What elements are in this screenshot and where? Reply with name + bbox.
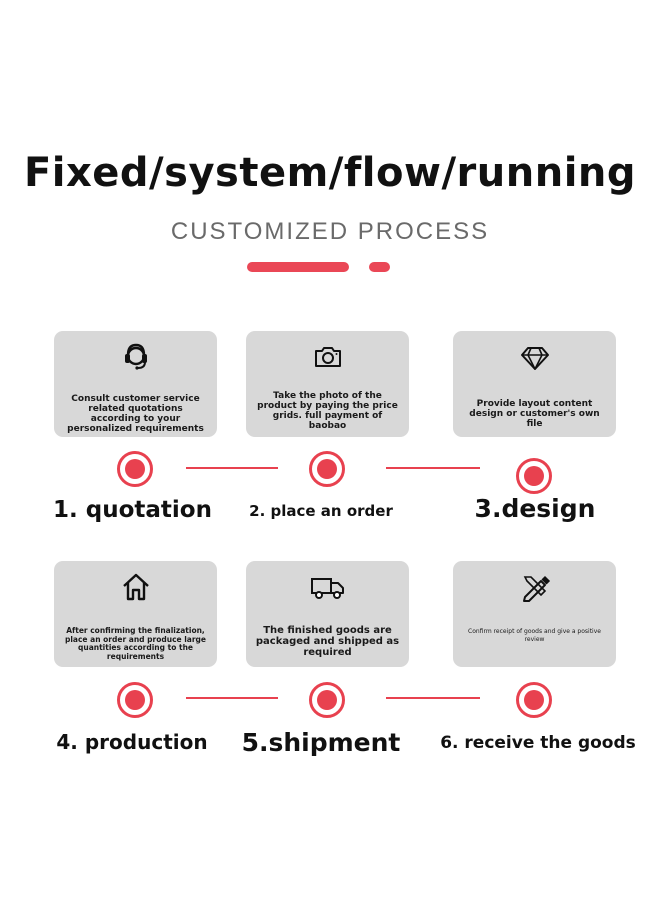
diamond-icon (453, 341, 616, 373)
step-card-shipment: The finished goods are packaged and ship… (246, 561, 409, 667)
connector-line (386, 697, 480, 699)
headset-icon (54, 341, 217, 373)
house-icon (54, 571, 217, 603)
timeline-node-3 (516, 458, 552, 494)
connector-line (186, 697, 278, 699)
step-card-quotation: Consult customer service related quotati… (54, 331, 217, 437)
pen-ruler-icon (453, 571, 616, 603)
camera-icon (246, 341, 409, 373)
step-description: Provide layout content design or custome… (469, 399, 600, 429)
step-label-design: 3.design (474, 494, 596, 523)
connector-line (386, 467, 480, 469)
step-label-production: 4. production (56, 730, 208, 754)
step-description: Confirm receipt of goods and give a posi… (468, 628, 601, 643)
timeline-node-5 (309, 682, 345, 718)
timeline-node-6 (516, 682, 552, 718)
connector-line (186, 467, 278, 469)
page-title: Fixed/system/flow/running (23, 150, 637, 196)
step-card-order: Take the photo of the product by paying … (246, 331, 409, 437)
timeline-node-4 (117, 682, 153, 718)
step-description: Consult customer service related quotati… (67, 394, 204, 434)
step-description: Take the photo of the product by paying … (257, 391, 398, 431)
decor-bar-short (369, 262, 390, 272)
step-label-quotation: 1. quotation (53, 497, 212, 523)
step-card-design: Provide layout content design or custome… (453, 331, 616, 437)
step-description: The finished goods are packaged and ship… (255, 625, 400, 658)
step-label-order: 2. place an order (249, 502, 393, 520)
step-card-production: After confirming the finalization, place… (54, 561, 217, 667)
step-description: After confirming the finalization, place… (64, 626, 206, 661)
page-subtitle: CUSTOMIZED PROCESS (170, 218, 490, 245)
truck-icon (246, 571, 409, 603)
step-label-receive: 6. receive the goods (440, 733, 636, 753)
step-label-shipment: 5.shipment (241, 728, 401, 757)
timeline-node-2 (309, 451, 345, 487)
timeline-node-1 (117, 451, 153, 487)
step-card-receive: Confirm receipt of goods and give a posi… (453, 561, 616, 667)
decor-bar-long (247, 262, 349, 272)
